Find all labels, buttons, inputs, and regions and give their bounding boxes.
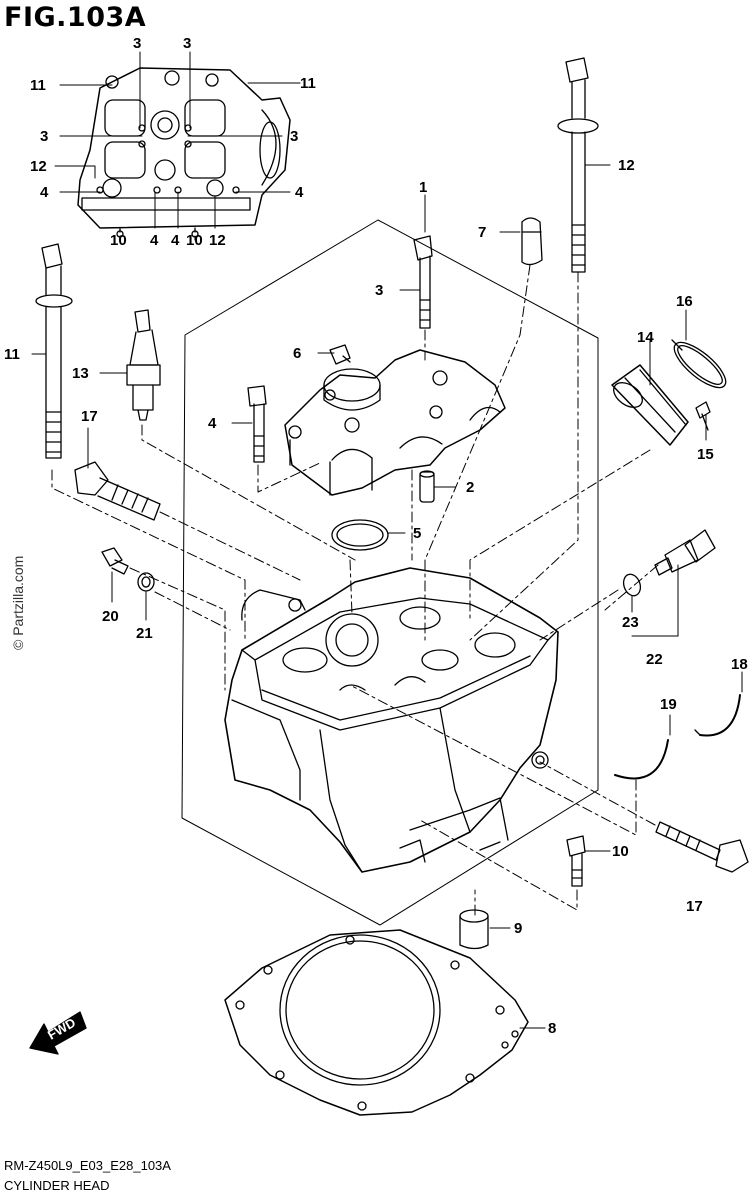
callout-11: 11 — [4, 346, 20, 363]
figure-title: FIG.103A — [4, 2, 147, 33]
bolt-4 — [247, 385, 267, 463]
forward-arrow-icon: FWD — [29, 1011, 87, 1055]
clamp-16 — [671, 339, 727, 389]
cylinder-head-body — [224, 567, 559, 873]
callout-4: 4 — [208, 415, 217, 432]
callout-12: 12 — [209, 232, 226, 249]
callout-3: 3 — [40, 128, 49, 145]
callout-21: 21 — [136, 625, 153, 642]
callout-8: 8 — [548, 1020, 557, 1037]
screw-6 — [329, 344, 351, 365]
callout-3: 3 — [375, 282, 384, 299]
inset-leaders — [54, 51, 301, 241]
screw-15 — [695, 401, 711, 431]
callout-13: 13 — [72, 365, 89, 382]
intake-pipe-14 — [611, 364, 689, 446]
callout-4: 4 — [295, 184, 304, 201]
camshaft-holder — [284, 349, 506, 496]
callout-10: 10 — [186, 232, 203, 249]
o-ring-23 — [622, 573, 642, 597]
dowel-pin-2 — [419, 470, 435, 503]
bolt-10 — [566, 835, 586, 887]
callout-20: 20 — [102, 608, 119, 625]
bolt-17-left — [74, 461, 161, 521]
drawing-code: RM-Z450L9_E03_E28_103A — [4, 1158, 171, 1173]
callout-4: 4 — [150, 232, 159, 249]
callout-6: 6 — [293, 345, 302, 362]
callout-15: 15 — [697, 446, 714, 463]
callout-10: 10 — [612, 843, 629, 860]
plate-18 — [694, 694, 741, 737]
part-7 — [521, 217, 543, 266]
watermark-text: © Partzilla.com — [10, 555, 26, 650]
callout-16: 16 — [676, 293, 693, 310]
head-assembly-outline — [181, 219, 599, 926]
callout-2: 2 — [466, 479, 475, 496]
spark-plug-13 — [126, 309, 161, 421]
callout-10: 10 — [110, 232, 127, 249]
bolt-20 — [101, 547, 129, 575]
callout-22: 22 — [646, 651, 663, 668]
o-ring-5 — [331, 519, 389, 551]
figure-caption: CYLINDER HEAD — [4, 1178, 110, 1193]
sensor-22 — [654, 529, 716, 576]
callout-17: 17 — [686, 898, 703, 915]
callout-11: 11 — [30, 77, 46, 94]
callout-3: 3 — [133, 35, 142, 52]
callout-9: 9 — [514, 920, 523, 937]
plate-19 — [614, 739, 669, 780]
head-gasket-8 — [224, 929, 529, 1116]
callout-14: 14 — [637, 329, 654, 346]
callout-3: 3 — [183, 35, 192, 52]
callout-1: 1 — [419, 179, 428, 196]
stud-bolt-11 — [35, 243, 73, 459]
callout-17: 17 — [81, 408, 98, 425]
callout-3: 3 — [290, 128, 299, 145]
callout-18: 18 — [731, 656, 748, 673]
callout-23: 23 — [622, 614, 639, 631]
washer-21 — [137, 572, 155, 592]
head-top-view-inset — [77, 67, 291, 238]
bolt-3 — [413, 235, 433, 329]
callout-12: 12 — [30, 158, 47, 175]
bolt-17-right — [655, 821, 749, 873]
callout-4: 4 — [171, 232, 180, 249]
callout-12: 12 — [618, 157, 635, 174]
callout-11: 11 — [300, 75, 316, 92]
callout-7: 7 — [478, 224, 487, 241]
callout-4: 4 — [40, 184, 49, 201]
assembly-leaders — [51, 264, 659, 916]
callout-leaders — [31, 164, 743, 1029]
dowel-9 — [459, 909, 489, 950]
callout-5: 5 — [413, 525, 422, 542]
callout-19: 19 — [660, 696, 677, 713]
